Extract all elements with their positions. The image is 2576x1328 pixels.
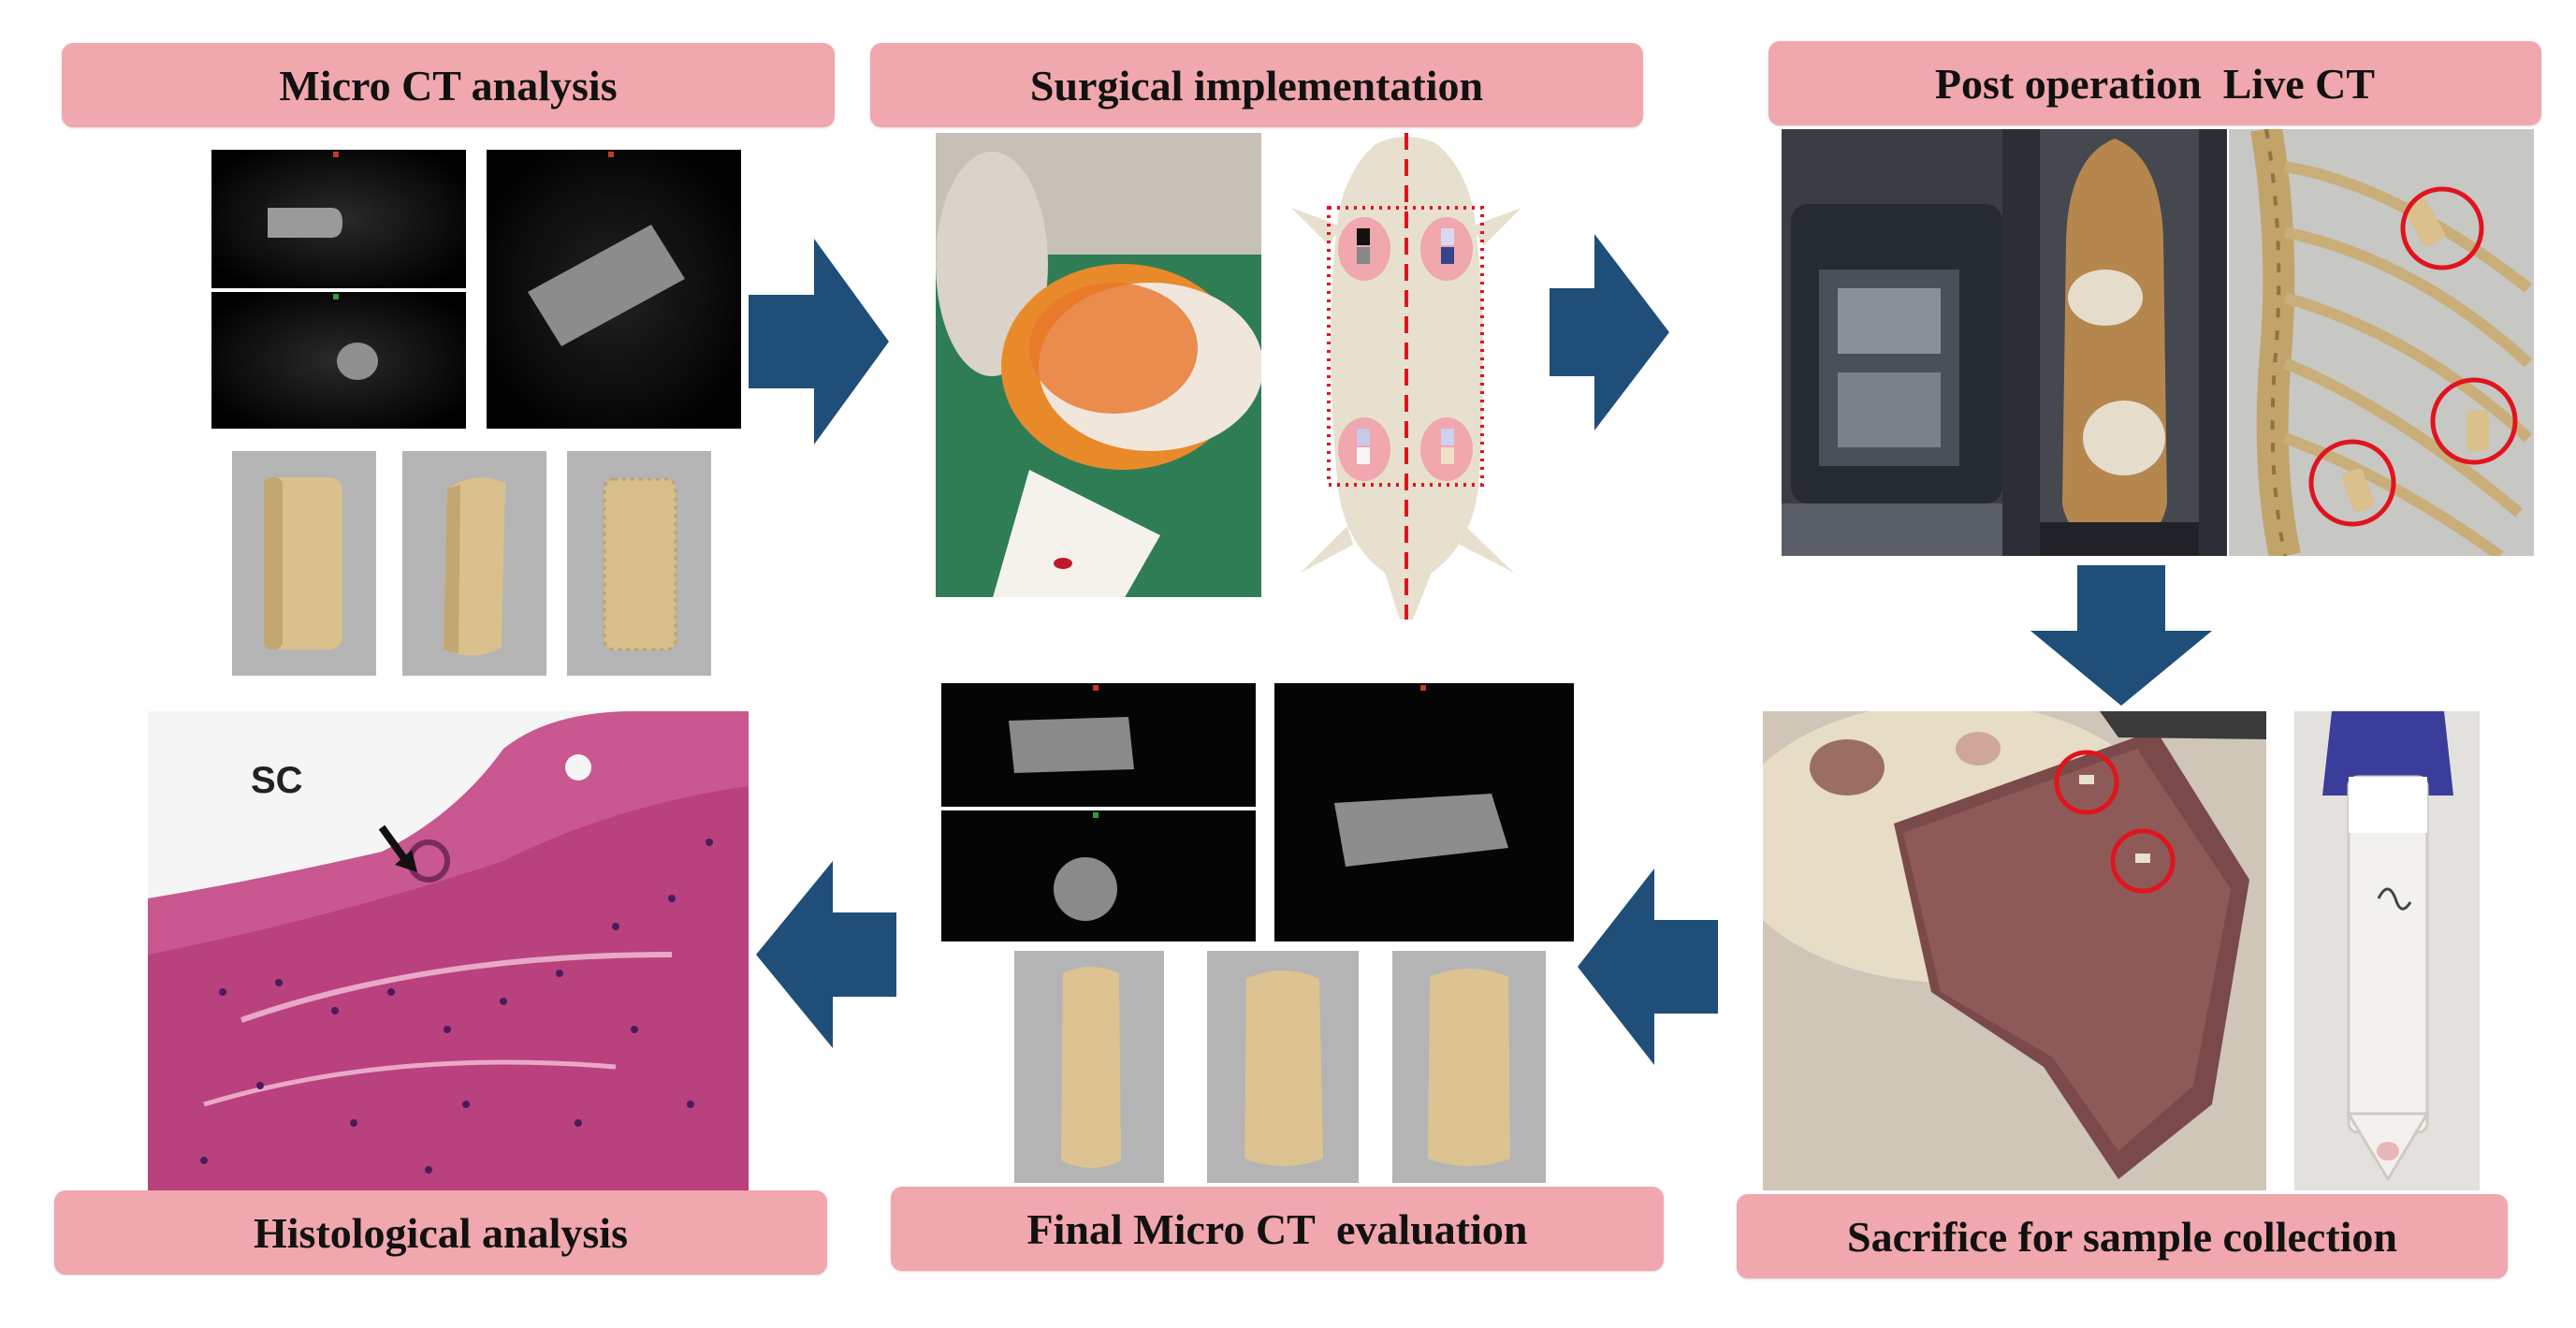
dissection-photo (1763, 711, 2266, 1190)
final-ct-slice-right (1274, 683, 1574, 941)
rat-implant-schematic (1263, 133, 1550, 620)
label-final-micro-ct-evaluation: Final Micro CT evaluation (891, 1187, 1664, 1271)
arrow-left-2 (756, 861, 896, 1048)
surgery-photo (936, 133, 1261, 597)
rat-in-holder-photo (2002, 129, 2227, 556)
arrow-left-1 (1578, 868, 1718, 1065)
final-recon-cylinder-3 (1392, 951, 1546, 1183)
ct-slice-bottom-left (211, 292, 466, 429)
label-sacrifice-sample-collection: Sacrifice for sample collection (1737, 1194, 2508, 1278)
sc-annotation: SC (251, 760, 303, 801)
label-histological-analysis: Histological analysis (54, 1190, 827, 1275)
recon-cylinder-2 (402, 451, 546, 676)
micro-ct-panel (211, 150, 745, 431)
histology-image: SC (148, 711, 749, 1190)
ct-scanner-photo (1782, 129, 2002, 556)
arrow-down (2030, 565, 2212, 706)
label-post-operation-live-ct: Post operation Live CT (1768, 41, 2541, 125)
final-recon-cylinder-2 (1207, 951, 1359, 1183)
live-ct-skeleton-render (2229, 129, 2534, 556)
label-micro-ct-analysis: Micro CT analysis (62, 43, 835, 127)
arrow-right-1 (749, 239, 889, 445)
final-recon-cylinder-1 (1014, 951, 1164, 1183)
sample-tube-photo (2294, 711, 2480, 1190)
recon-cylinder-1 (232, 451, 376, 676)
final-ct-slice-bottom-left (941, 810, 1256, 941)
label-surgical-implementation: Surgical implementation (870, 43, 1643, 127)
ct-slice-right (487, 150, 741, 429)
arrow-right-2 (1529, 234, 1669, 431)
final-ct-slice-top-left (941, 683, 1256, 807)
final-ct-panel (941, 683, 1574, 941)
recon-cylinder-3 (567, 451, 711, 676)
ct-slice-top-left (211, 150, 466, 288)
